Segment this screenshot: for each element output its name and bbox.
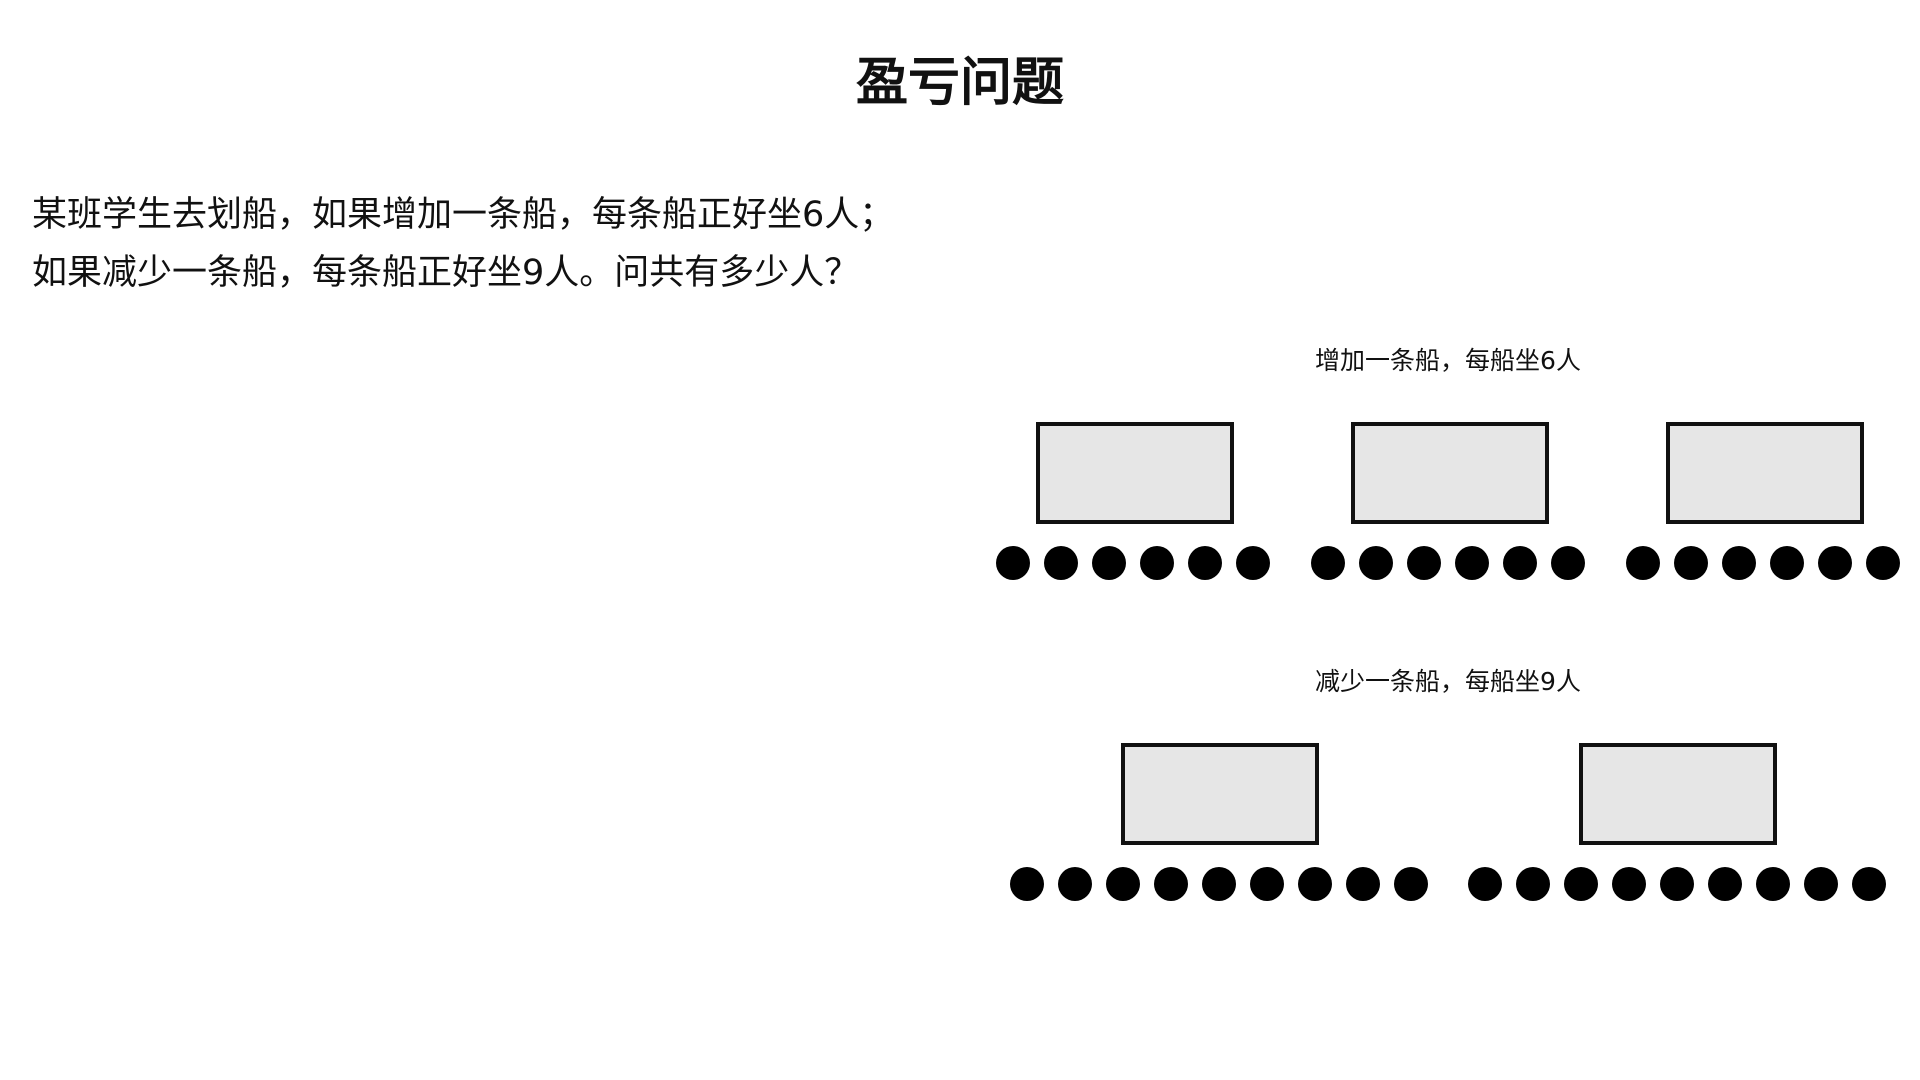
person-icon xyxy=(1359,546,1393,580)
person-icon xyxy=(1516,867,1550,901)
boat xyxy=(1579,743,1777,845)
caption-add-boat: 增加一条船，每船坐6人 xyxy=(1315,346,1581,375)
person-icon xyxy=(1866,546,1900,580)
boat xyxy=(1351,422,1549,524)
boat xyxy=(1121,743,1319,845)
person-icon xyxy=(1346,867,1380,901)
person-icon xyxy=(1804,867,1838,901)
problem-line-1: 某班学生去划船，如果增加一条船，每条船正好坐6人； xyxy=(32,195,895,235)
person-icon xyxy=(1503,546,1537,580)
person-icon xyxy=(1188,546,1222,580)
people-row xyxy=(1311,546,1586,580)
person-icon xyxy=(1674,546,1708,580)
person-icon xyxy=(1660,867,1694,901)
problem-statement: 某班学生去划船，如果增加一条船，每条船正好坐6人； 如果减少一条船，每条船正好坐… xyxy=(32,186,894,302)
person-icon xyxy=(1708,867,1742,901)
person-icon xyxy=(1468,867,1502,901)
person-icon xyxy=(1106,867,1140,901)
person-icon xyxy=(1551,546,1585,580)
people-row xyxy=(1010,867,1429,901)
person-icon xyxy=(1407,546,1441,580)
person-icon xyxy=(1818,546,1852,580)
boat xyxy=(1036,422,1234,524)
person-icon xyxy=(1311,546,1345,580)
person-icon xyxy=(1236,546,1270,580)
person-icon xyxy=(1092,546,1126,580)
person-icon xyxy=(1626,546,1660,580)
person-icon xyxy=(1140,546,1174,580)
person-icon xyxy=(1770,546,1804,580)
person-icon xyxy=(1455,546,1489,580)
person-icon xyxy=(1756,867,1790,901)
person-icon xyxy=(1010,867,1044,901)
person-icon xyxy=(1612,867,1646,901)
person-icon xyxy=(1154,867,1188,901)
page-title: 盈亏问题 xyxy=(855,53,1064,113)
person-icon xyxy=(1058,867,1092,901)
people-row xyxy=(1468,867,1887,901)
people-row xyxy=(996,546,1271,580)
caption-remove-boat: 减少一条船，每船坐9人 xyxy=(1315,667,1581,696)
boat xyxy=(1666,422,1864,524)
person-icon xyxy=(1250,867,1284,901)
person-icon xyxy=(1852,867,1886,901)
person-icon xyxy=(1298,867,1332,901)
person-icon xyxy=(1044,546,1078,580)
person-icon xyxy=(1394,867,1428,901)
person-icon xyxy=(1564,867,1598,901)
problem-line-2: 如果减少一条船，每条船正好坐9人。问共有多少人？ xyxy=(32,253,860,293)
person-icon xyxy=(1722,546,1756,580)
people-row xyxy=(1626,546,1901,580)
person-icon xyxy=(1202,867,1236,901)
person-icon xyxy=(996,546,1030,580)
